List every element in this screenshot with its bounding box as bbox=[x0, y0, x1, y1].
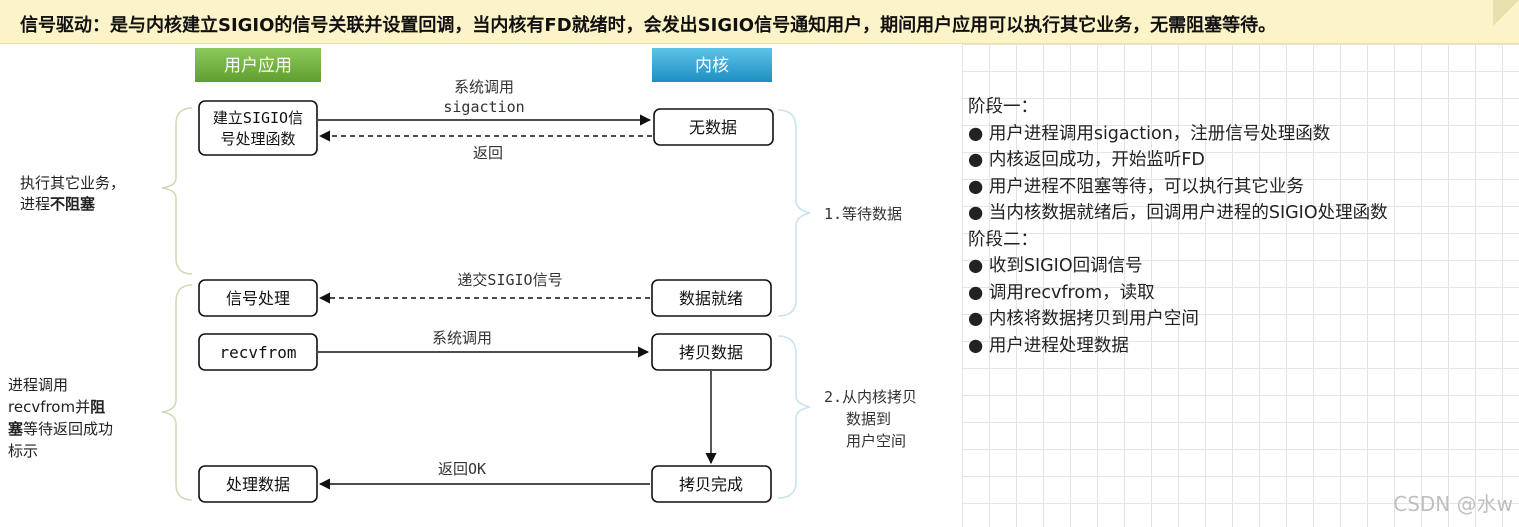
user-app-header-label: 用户应用 bbox=[224, 56, 292, 76]
setup-handler-box: 建立SIGIO信 号处理函数 bbox=[198, 100, 318, 156]
user-app-header: 用户应用 bbox=[195, 48, 321, 82]
label-syscall-2: 系统调用 bbox=[432, 329, 492, 347]
note-phase2-line3: 塞等待返回成功 bbox=[8, 420, 113, 438]
copy-done-label: 拷贝完成 bbox=[679, 475, 743, 494]
watermark: CSDN @水w bbox=[1393, 492, 1513, 516]
phase-notes: 阶段一： ● 用户进程调用sigaction，注册信号处理函数 ● 内核返回成功… bbox=[968, 94, 1508, 359]
note-phase2-line2: recvfrom并阻 bbox=[8, 398, 105, 416]
process-data-box: 处理数据 bbox=[198, 465, 318, 503]
phase1-title: 阶段一： bbox=[968, 97, 1038, 117]
note-phase1-line2-a: 进程 bbox=[20, 195, 50, 213]
banner-fold-corner bbox=[1493, 0, 1519, 26]
label-sigaction: sigaction bbox=[443, 98, 524, 116]
phase2-item: ● 收到SIGIO回调信号 bbox=[968, 256, 1143, 276]
process-data-label: 处理数据 bbox=[226, 475, 290, 494]
left-bracket-phase2 bbox=[161, 284, 193, 501]
grid-background bbox=[962, 44, 1519, 527]
left-bracket-phase1 bbox=[161, 107, 193, 275]
phase2-item: ● 内核将数据拷贝到用户空间 bbox=[968, 309, 1199, 329]
note-phase1-line2: 进程不阻塞 bbox=[20, 195, 96, 213]
note-phase2-line1: 进程调用 bbox=[8, 376, 68, 394]
note-phase2-line2-a: recvfrom并 bbox=[8, 398, 90, 416]
title-banner: 信号驱动：是与内核建立SIGIO的信号关联并设置回调，当内核有FD就绪时，会发出… bbox=[0, 0, 1519, 44]
label-return-ok: 返回OK bbox=[438, 460, 486, 478]
note-phase2-line4: 标示 bbox=[8, 442, 38, 460]
copy-done-box: 拷贝完成 bbox=[651, 465, 772, 503]
signal-handle-box: 信号处理 bbox=[198, 279, 318, 317]
recvfrom-label: recvfrom bbox=[219, 343, 296, 362]
label-deliver-sigio: 递交SIGIO信号 bbox=[457, 271, 562, 289]
note-phase1-line2-b: 不阻塞 bbox=[50, 195, 96, 213]
note-stage2-line3: 用户空间 bbox=[846, 432, 906, 450]
recvfrom-box: recvfrom bbox=[198, 333, 318, 371]
setup-handler-line2: 号处理函数 bbox=[220, 130, 295, 148]
note-phase2-line2-b: 阻 bbox=[90, 398, 105, 416]
no-data-label: 无数据 bbox=[689, 118, 737, 137]
data-ready-box: 数据就绪 bbox=[651, 279, 772, 317]
phase1-item: ● 内核返回成功，开始监听FD bbox=[968, 150, 1205, 170]
phase1-item: ● 用户进程不阻塞等待，可以执行其它业务 bbox=[968, 176, 1304, 197]
label-syscall-1: 系统调用 bbox=[454, 78, 514, 96]
phase1-item: ● 用户进程调用sigaction，注册信号处理函数 bbox=[968, 123, 1331, 144]
note-phase1-line1: 执行其它业务， bbox=[20, 174, 125, 192]
note-phase2-line3-a: 塞 bbox=[8, 420, 24, 438]
banner-text: 信号驱动：是与内核建立SIGIO的信号关联并设置回调，当内核有FD就绪时，会发出… bbox=[20, 15, 1277, 36]
phase2-item: ● 用户进程处理数据 bbox=[968, 335, 1129, 356]
signal-driven-io-diagram: 用户应用 内核 建立SIGIO信 号处理函数 信号处理 recvfrom 处理数… bbox=[8, 48, 917, 503]
kernel-header: 内核 bbox=[652, 48, 772, 82]
data-ready-label: 数据就绪 bbox=[679, 289, 743, 308]
kernel-header-label: 内核 bbox=[695, 56, 729, 76]
copy-data-box: 拷贝数据 bbox=[651, 333, 772, 371]
note-phase2-line3-b: 等待返回成功 bbox=[23, 420, 113, 438]
signal-handle-label: 信号处理 bbox=[226, 289, 290, 308]
phase1-item: ● 当内核数据就绪后，回调用户进程的SIGIO处理函数 bbox=[968, 203, 1388, 223]
note-stage2-line2: 数据到 bbox=[846, 410, 891, 428]
note-stage1: 1.等待数据 bbox=[824, 205, 902, 223]
copy-data-label: 拷贝数据 bbox=[679, 343, 743, 362]
label-return-1: 返回 bbox=[473, 144, 503, 162]
no-data-box: 无数据 bbox=[653, 108, 774, 146]
phase2-title: 阶段二： bbox=[968, 229, 1038, 250]
right-bracket-stage1 bbox=[777, 109, 811, 317]
phase2-item: ● 调用recvfrom，读取 bbox=[968, 282, 1155, 303]
note-stage2-line1: 2.从内核拷贝 bbox=[824, 388, 917, 406]
right-bracket-stage2 bbox=[777, 335, 811, 499]
setup-handler-line1: 建立SIGIO信 bbox=[213, 109, 303, 127]
